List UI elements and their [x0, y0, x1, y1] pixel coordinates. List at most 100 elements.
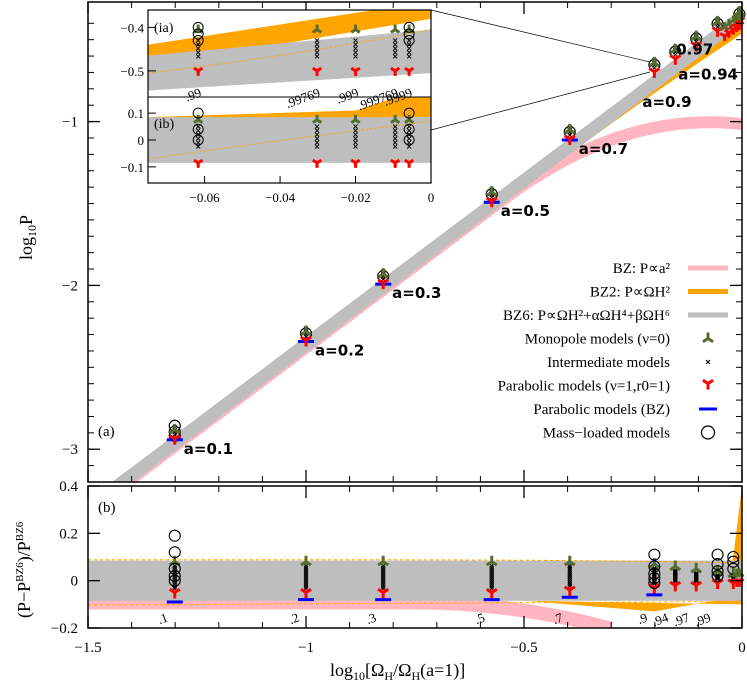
inset-intermediate-marker — [392, 124, 398, 129]
inset-intermediate-marker — [392, 50, 398, 55]
spin-label-0.94: a=0.94 — [678, 66, 738, 84]
inset-intermediate-marker — [406, 128, 412, 133]
x-tick-label: −1.5 — [74, 640, 101, 656]
inset-intermediate-marker — [195, 128, 201, 133]
monopole-marker-right — [305, 330, 312, 337]
residual-monopole-marker-left — [690, 567, 698, 574]
residual-parabolic-marker — [669, 580, 682, 592]
residual-parabolic-marker-left — [669, 580, 677, 587]
x-axis-label: log10[ΩH/ΩH(a=1)] — [330, 660, 465, 683]
residual-parabolic-marker — [690, 580, 703, 592]
inset-mass-loaded-marker — [403, 34, 415, 46]
y-tick-label-b: 0.2 — [59, 526, 78, 542]
spin-label-0.2: a=0.2 — [315, 341, 364, 359]
inset-monopole-marker-left — [350, 28, 357, 34]
monopole-marker-left — [734, 14, 741, 20]
residual-parabolic-marker-left — [563, 585, 571, 592]
inset-monopole-marker-right — [408, 118, 415, 124]
residual-mass-loaded-marker — [648, 567, 661, 580]
inset-intermediate-marker — [353, 136, 358, 141]
monopole-marker — [669, 43, 682, 55]
residual-monopole-marker-right — [568, 560, 576, 567]
inset-intermediate-marker — [353, 54, 358, 59]
inset-intermediate-marker — [406, 136, 412, 141]
x-tick-label: 0 — [738, 640, 746, 656]
parabolic-marker-right — [490, 196, 498, 203]
inset-mass-loaded-marker — [403, 134, 415, 146]
inset-parabolic-marker-right — [316, 66, 323, 73]
monopole-marker — [563, 123, 576, 135]
residual-parabolic-marker-right — [305, 587, 312, 594]
inset-intermediate-marker — [392, 140, 398, 145]
spin-point-0.7: a=0.7 — [561, 123, 628, 158]
monopole-marker — [168, 423, 181, 435]
residual-spin-label: .5 — [472, 610, 486, 627]
residual-column: .97 — [671, 562, 703, 629]
spin-label-0.1: a=0.1 — [184, 440, 233, 458]
panel-a-ticks: −3−2−1 — [62, 2, 743, 483]
inset-intermediate-marker — [406, 140, 412, 145]
inset-intermediate-marker — [406, 50, 412, 55]
residual-intermediate-marker — [567, 580, 573, 585]
inset-mass-loaded-marker — [192, 134, 204, 146]
zoom-line-bottom — [430, 71, 651, 131]
inset-mass-loaded-marker — [403, 107, 415, 119]
legend-swatch-right — [707, 378, 714, 385]
monopole-marker-right — [695, 35, 703, 42]
inset-intermediate-marker — [314, 140, 320, 145]
residual-spin-label: .3 — [364, 610, 378, 627]
inset-intermediate-marker — [314, 54, 320, 59]
monopole-marker-left — [719, 25, 726, 32]
inset-ib-bz6-band — [148, 117, 431, 163]
y-tick-label-b: 0 — [71, 574, 79, 590]
residual-monopole-marker-left — [563, 560, 571, 567]
residual-mass-loaded-marker — [711, 548, 724, 561]
inset-intermediate-marker — [392, 46, 398, 51]
spin-label-0.5: a=0.5 — [501, 202, 550, 220]
residual-intermediate-marker — [567, 576, 573, 582]
inset-monopole-marker-right — [408, 28, 415, 34]
legend-item-4: Intermediate models — [547, 355, 711, 371]
inset-intermediate-marker — [353, 132, 358, 137]
zoom-line-top — [430, 9, 651, 63]
y-tick-label-b: −0.2 — [51, 621, 78, 637]
residual-column: .99 — [692, 548, 724, 630]
inset-monopole-marker-right — [394, 118, 401, 124]
parabolic-marker — [300, 335, 312, 347]
inset-parabolic-marker-right — [316, 158, 323, 165]
monopole-marker-left — [728, 19, 735, 25]
residual-spin-label: .99 — [692, 610, 712, 630]
parabolic-marker-right — [305, 335, 312, 342]
residual-mass-loaded-marker — [648, 560, 661, 573]
legend-swatch — [705, 359, 711, 365]
markers-a: a=0.1a=0.2a=0.3a=0.5a=0.7a=0.9a=0.940.97 — [166, 6, 746, 458]
inset-ib-y-tick-label: 0.1 — [128, 106, 144, 121]
inset-mass-loaded-marker — [403, 21, 415, 33]
inset-parabolic-marker — [193, 158, 204, 168]
residual-monopole-marker — [563, 555, 576, 567]
inset-ia-y-tick-label: −0.4 — [120, 20, 144, 35]
parabolic-marker-right — [568, 134, 576, 141]
residual-spin-label: .94 — [650, 609, 671, 629]
inset-monopole-marker-right — [394, 28, 401, 34]
spin-point-0.9: a=0.9 — [642, 56, 692, 111]
inset-parabolic-marker-left — [404, 66, 410, 73]
residual-parabolic-marker-left — [300, 587, 307, 594]
inset-intermediate-marker — [314, 128, 320, 133]
residual-column: .1 — [155, 529, 183, 627]
inset-monopole-marker-right — [354, 118, 361, 124]
monopole-marker — [711, 15, 724, 27]
residual-monopole-marker — [690, 562, 703, 574]
residual-intermediate-marker — [172, 586, 178, 591]
inset-monopole-marker-left — [193, 118, 200, 124]
residual-parabolic-marker — [168, 587, 181, 599]
residual-monopole-marker-left — [648, 562, 656, 569]
spin-point-0.1: a=0.1 — [166, 419, 233, 458]
inset-parabolic-marker-left — [350, 158, 357, 165]
residual-monopole-marker — [669, 560, 682, 572]
inset-intermediate-marker — [314, 42, 320, 47]
inset-parabolic-marker-left — [404, 158, 410, 165]
parabolic-marker — [377, 278, 390, 290]
